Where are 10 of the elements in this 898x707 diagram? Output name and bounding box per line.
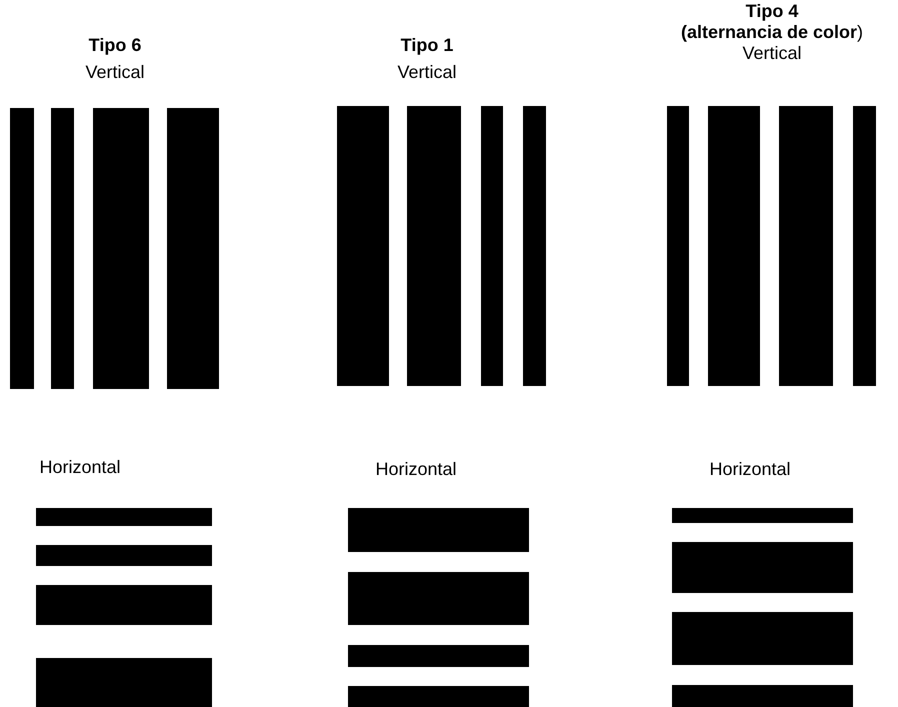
heading: Tipo 1 (400, 34, 454, 56)
orientation-label: Vertical (85, 61, 145, 83)
heading: Tipo 6 (88, 34, 142, 56)
orientation-label: Horizontal (39, 456, 121, 478)
heading: Tipo 4 (746, 0, 798, 22)
heading-note: (alternancia de color) (680, 21, 864, 43)
orientation-label: Horizontal (709, 458, 791, 480)
orientation-label: Vertical (397, 61, 457, 83)
orientation-label: Vertical (742, 42, 802, 64)
orientation-label: Horizontal (375, 458, 457, 480)
